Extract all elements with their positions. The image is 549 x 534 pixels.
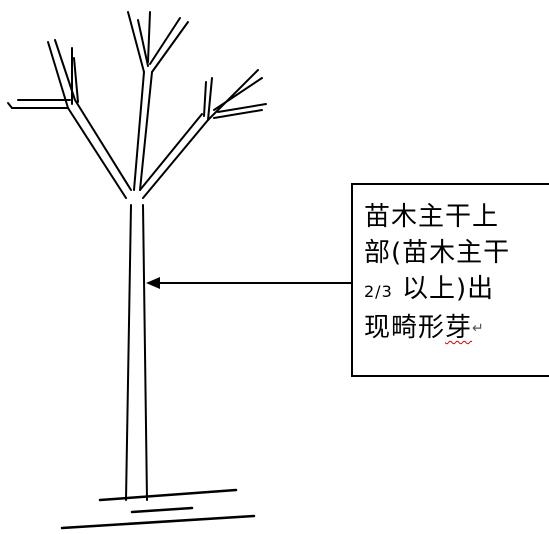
callout-line-1: 苗木主干上	[364, 202, 500, 232]
callout-line-3: 2/3 以上)出	[364, 271, 549, 310]
callout-line-2: 部(苗木主干	[364, 238, 511, 268]
right-twig-side	[213, 109, 263, 119]
paragraph-return-icon: ↵	[472, 320, 485, 337]
pointer-arrow	[146, 277, 351, 289]
ground-line-bottom	[60, 514, 256, 530]
callout-squiggled-word: 芽	[445, 313, 473, 343]
center-twig-left	[127, 11, 145, 73]
left-twig-up	[47, 41, 69, 109]
right-branch-outer	[142, 119, 209, 199]
right-twig-up-2	[203, 81, 207, 117]
callout-fraction: 2/3	[364, 282, 393, 301]
callout-text: 苗木主干上 部(苗木主干 2/3 以上)出 现畸形芽↵	[364, 199, 549, 347]
arrowhead-left-icon	[146, 277, 160, 289]
right-twig-long-2	[213, 77, 263, 111]
callout-line-3-rest: 以上)出	[392, 274, 495, 304]
right-branch-inner	[139, 113, 203, 191]
right-twig-up	[207, 77, 213, 121]
center-twig-left-2	[137, 19, 149, 67]
ground-line-top	[98, 488, 238, 502]
center-twig-right	[151, 21, 189, 73]
center-twig-right-2	[149, 17, 181, 65]
right-twig-long	[207, 69, 259, 121]
center-branch-right	[139, 71, 153, 191]
center-branch-left	[133, 71, 145, 191]
callout-line-4: 现畸形芽↵	[364, 310, 549, 347]
left-branch-outer	[67, 107, 127, 199]
trunk-left-edge	[125, 204, 132, 501]
left-twig-tip	[7, 102, 13, 109]
right-twig-side-2	[217, 103, 267, 113]
center-twig-mid	[147, 11, 151, 63]
left-twig-small	[73, 57, 79, 103]
callout-box: 苗木主干上 部(苗木主干 2/3 以上)出 现畸形芽↵	[351, 183, 549, 377]
ground-line-mid	[130, 506, 194, 514]
left-branch-inner	[74, 99, 132, 191]
trunk-right-edge	[142, 204, 148, 501]
callout-line-4-main: 现畸形	[364, 313, 446, 343]
